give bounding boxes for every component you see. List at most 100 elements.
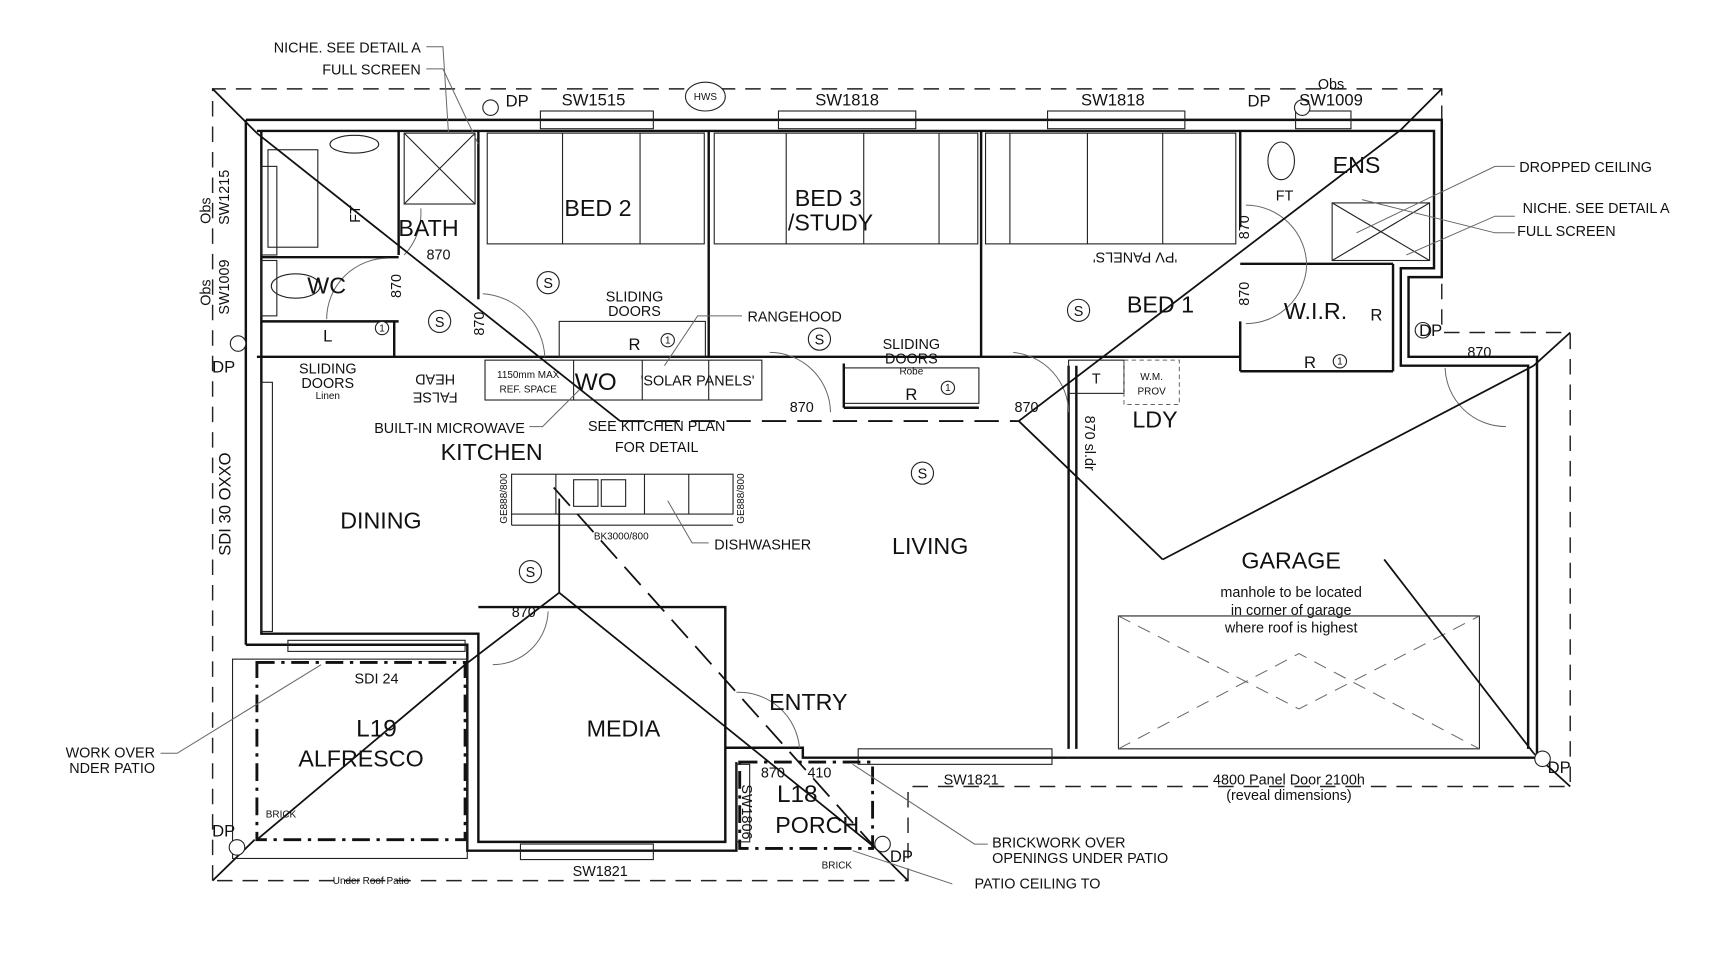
dim-ens-door: 870	[1237, 215, 1253, 239]
note-sliding-bed3: DOORS	[885, 351, 938, 367]
note-robe: Robe	[899, 367, 923, 378]
window-obs: Obs	[198, 279, 214, 305]
door-sdi24: SDI 24	[355, 672, 399, 688]
laundry-tub: T	[1092, 371, 1101, 387]
note-under-roof-patio: Under Roof Patio	[333, 876, 410, 887]
note-screen-right: FULL SCREEN	[1517, 224, 1616, 240]
hws-icon	[684, 81, 726, 112]
room-bed3: BED 3	[795, 185, 862, 211]
note-rangehood: RANGEHOOD	[747, 309, 841, 325]
room-labels: BATH WC BED 2 BED 3 /STUDY ENS BED 1 W.I…	[298, 152, 1380, 838]
window-sw1818: SW1818	[1081, 90, 1145, 109]
note-sliding-linen: SLIDING	[299, 361, 357, 377]
note-dropped-ceiling: DROPPED CEILING	[1519, 160, 1652, 176]
downpipe-label: DP	[506, 92, 529, 111]
note-manhole: manhole to be located	[1220, 585, 1361, 601]
shelf-marker: 1	[1337, 357, 1343, 368]
shelf-marker: 1	[945, 383, 951, 394]
room-wc: WC	[307, 273, 346, 299]
downpipe-icon	[228, 839, 246, 856]
downpipe-label: DP	[1248, 92, 1271, 111]
note-niche-left: NICHE. SEE DETAIL A	[274, 40, 421, 56]
dim-bed1-door: 870	[1015, 400, 1039, 416]
shelf-marker: 1	[665, 336, 671, 347]
room-media: MEDIA	[587, 716, 661, 742]
note-solar-panels: 'SOLAR PANELS'	[641, 374, 755, 390]
window-sw1818: SW1818	[815, 90, 879, 109]
room-alfresco: ALFRESCO	[298, 746, 423, 772]
dim-sliding-door: 870 sl.dr	[1081, 416, 1097, 471]
downpipe-label: DP	[1419, 321, 1442, 340]
window-obs: Obs	[1318, 77, 1344, 93]
note-reveal: (reveal dimensions)	[1226, 788, 1351, 804]
note-sliding-linen: DOORS	[301, 376, 354, 392]
smoke-detectors: S S S S S S	[427, 271, 1091, 584]
note-kitchen-plan: SEE KITCHEN PLAN	[588, 419, 725, 435]
roof-hip-lines	[256, 129, 1535, 849]
note-kitchen-detail: FOR DETAIL	[615, 440, 699, 456]
robe-marker: R	[1370, 305, 1382, 324]
note-microwave: BUILT-IN MICROWAVE	[374, 421, 525, 437]
robe-marker: R	[1304, 353, 1316, 372]
room-living: LIVING	[892, 533, 968, 559]
note-sliding-bed2: SLIDING	[606, 289, 664, 305]
window-sw1821: SW1821	[944, 772, 999, 788]
window-sw1009: SW1009	[1299, 90, 1363, 109]
note-brick: BRICK	[822, 860, 853, 871]
note-panel-door: 4800 Panel Door 2100h	[1213, 772, 1365, 788]
dim-wc-door: 870	[389, 274, 405, 298]
note-wm: W.M.	[1140, 372, 1163, 383]
window-labels: SW1515 HWS SW1818 SW1818 Obs SW1009 Obs …	[198, 77, 1362, 880]
smoke-detector-icon: S	[526, 565, 536, 581]
room-bed1: BED 1	[1127, 292, 1194, 318]
shelf-marker: 1	[379, 323, 385, 334]
smoke-detector-icon: S	[543, 276, 553, 292]
room-wir: W.I.R.	[1284, 298, 1347, 324]
hws-label: HWS	[694, 92, 718, 103]
alfresco-level: L19	[356, 716, 397, 743]
window-obs: Obs	[198, 197, 214, 223]
downpipe-label: DP	[1548, 758, 1571, 777]
note-ge: GE888/800	[736, 473, 747, 524]
note-false-head: FALSE	[413, 388, 458, 404]
robe-markers: R R R R 1 1 1 1	[374, 305, 1382, 404]
note-ft: FT	[1276, 189, 1294, 205]
dim-garage-door: 870	[1467, 345, 1491, 361]
downpipe-label: DP	[212, 357, 235, 376]
window-sw1806: SW1806	[738, 784, 754, 839]
dim-porch-door: 870	[761, 766, 785, 782]
note-brickwork-left: NDER PATIO	[69, 761, 155, 777]
room-garage: GARAGE	[1241, 547, 1340, 573]
window-sw1215: SW1215	[217, 170, 233, 225]
room-kitchen: KITCHEN	[441, 439, 543, 465]
downpipe-icon	[1293, 99, 1311, 116]
room-ldy: LDY	[1132, 407, 1177, 433]
dim-bed3-door: 870	[790, 400, 814, 416]
dim-media-door: 870	[512, 605, 536, 621]
downpipe-icon	[1534, 750, 1551, 768]
door-sdi30: SDI 30 OXXO	[215, 452, 234, 555]
downpipe-icon	[229, 335, 247, 352]
downpipe-icon	[1414, 321, 1432, 339]
note-manhole: where roof is highest	[1224, 621, 1358, 637]
note-ft: FT	[348, 205, 364, 223]
room-dining: DINING	[340, 507, 421, 533]
porch-level: L18	[777, 781, 818, 808]
note-patio-ceiling: PATIO CEILING TO	[974, 876, 1100, 892]
note-ref-space: 1150mm MAX	[497, 370, 560, 381]
window-sw1009: SW1009	[217, 259, 233, 314]
room-bath: BATH	[398, 215, 458, 241]
note-wo: WO	[575, 369, 617, 396]
note-pv-panels: 'PV PANELS'	[1093, 249, 1178, 265]
note-sliding-bed3: SLIDING	[883, 337, 941, 353]
room-porch: PORCH	[775, 812, 859, 838]
smoke-detector-icon: S	[1074, 304, 1084, 320]
windows	[260, 110, 1352, 861]
note-niche-right: NICHE. SEE DETAIL A	[1523, 201, 1670, 217]
door-swings	[326, 204, 1506, 748]
room-ens: ENS	[1333, 152, 1381, 178]
internal-walls	[261, 130, 1431, 409]
note-linen-l: L	[323, 326, 332, 345]
note-manhole: in corner of garage	[1231, 603, 1352, 619]
note-bench: BK3000/800	[594, 532, 649, 543]
